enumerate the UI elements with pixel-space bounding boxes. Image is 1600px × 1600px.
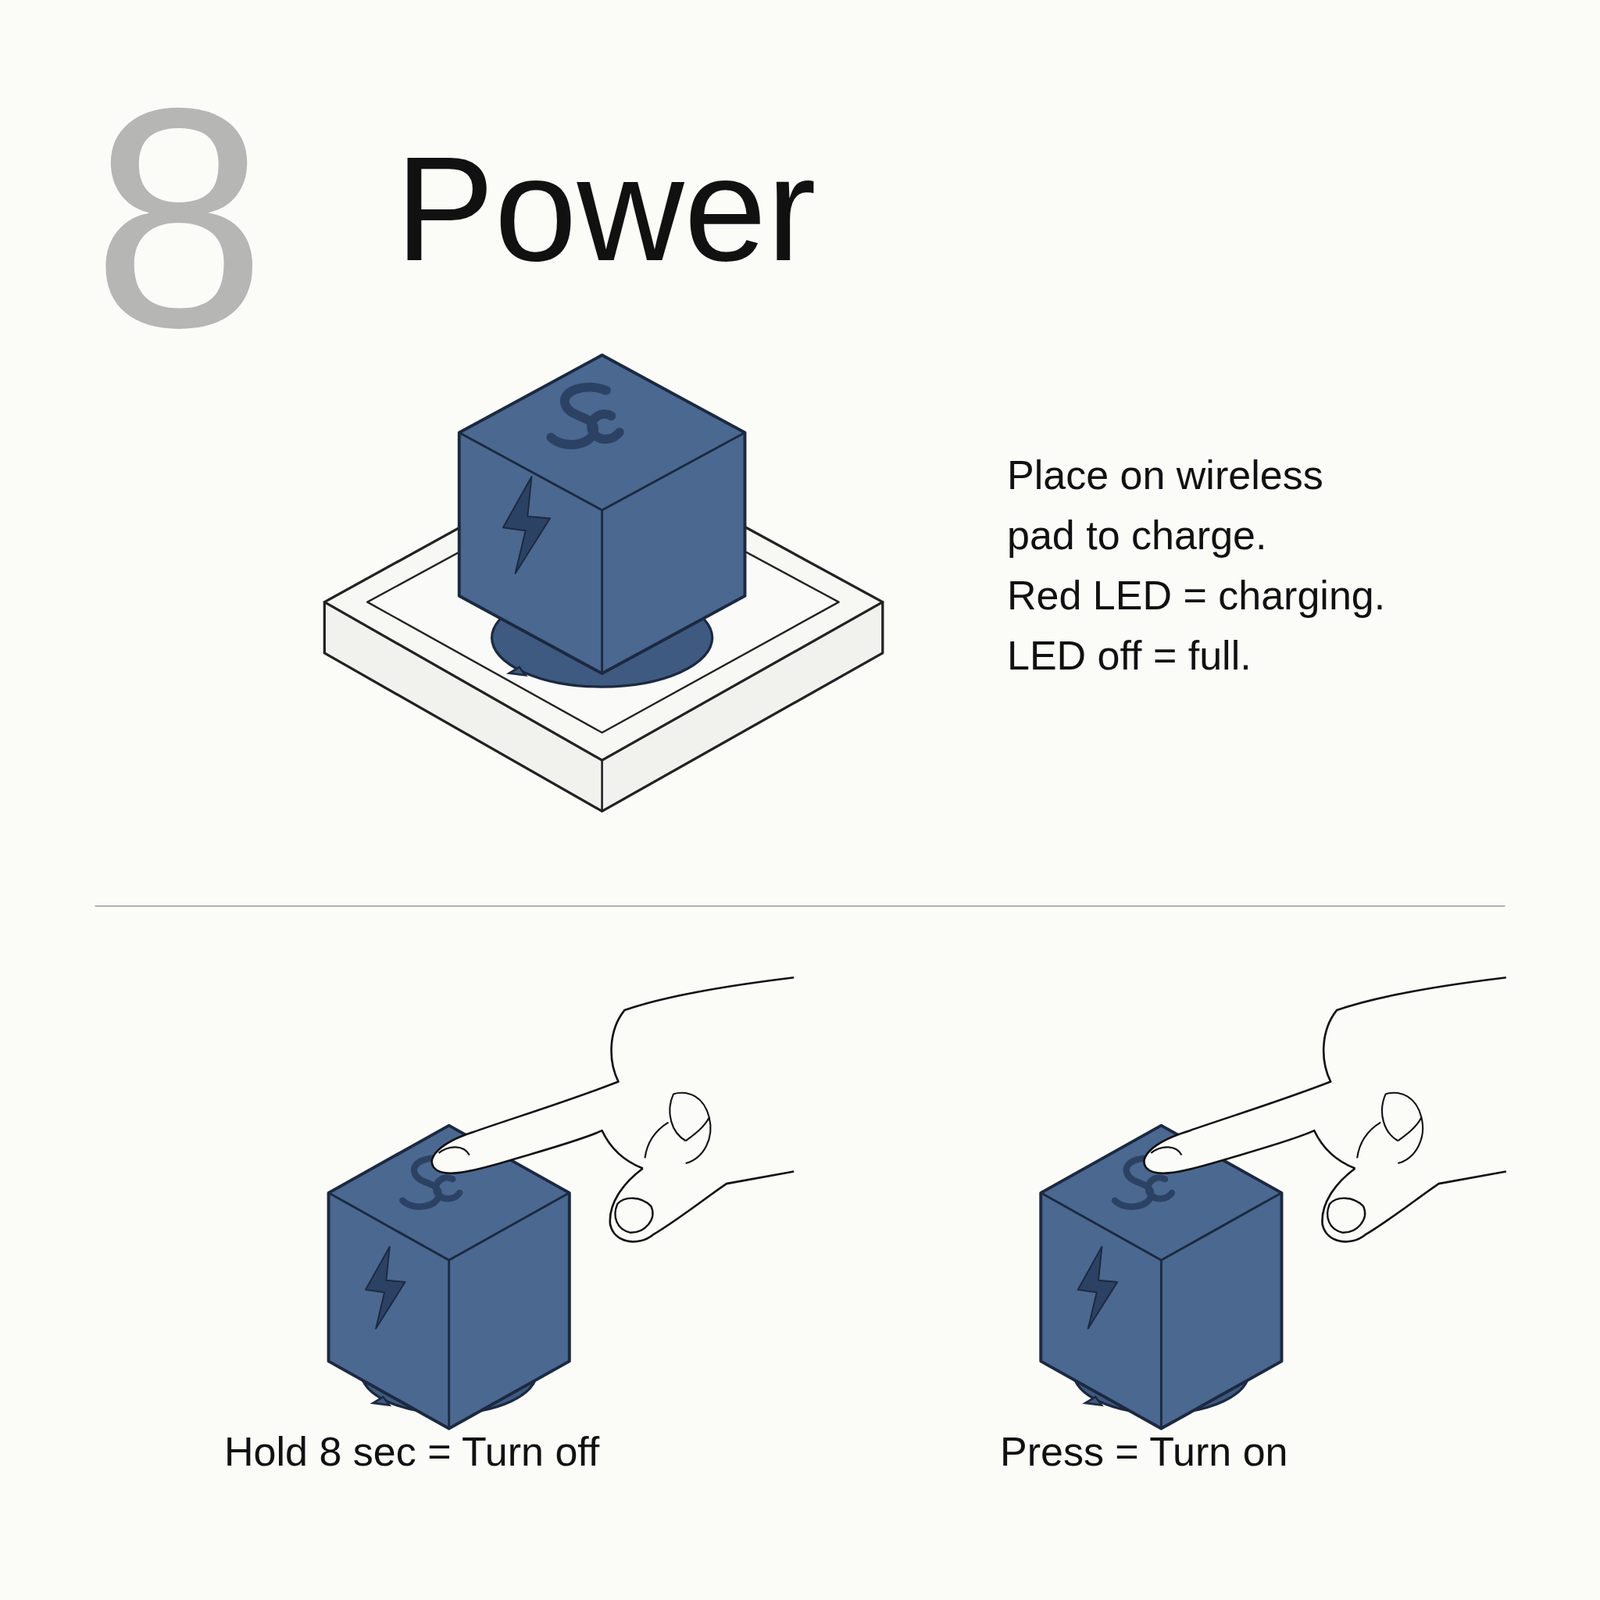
logo-mark	[550, 387, 620, 446]
caption-label: Hold 8 sec = Turn off	[224, 1421, 600, 1483]
bolt-icon	[365, 1246, 406, 1329]
index-finger	[1143, 977, 1506, 1174]
cube-edges	[459, 432, 746, 674]
disc-tab	[509, 667, 526, 675]
bolt-icon	[1078, 1246, 1118, 1329]
step-number: 8	[92, 61, 266, 375]
divider-line	[94, 905, 1505, 908]
cube-edges	[1040, 1192, 1282, 1429]
press-cube	[1040, 977, 1507, 1429]
finger-nail	[439, 1146, 470, 1155]
thumb-nail	[1327, 1198, 1365, 1233]
bolt-icon	[503, 476, 550, 574]
note-text: Place on wireless pad to charge.	[1007, 445, 1383, 566]
curled-fingers	[644, 1092, 711, 1164]
hand	[432, 977, 794, 1242]
press-cube	[328, 977, 795, 1429]
cube-body	[459, 355, 746, 675]
finger-nail	[1150, 1146, 1182, 1155]
curled-fingers	[1357, 1092, 1423, 1164]
step-title: Power	[395, 134, 817, 283]
index-finger	[432, 977, 794, 1174]
thumb	[610, 1168, 794, 1243]
disc-tab	[1085, 1396, 1102, 1405]
note-text: LED off = full.	[1007, 625, 1252, 686]
note-text: Red LED = charging.	[1007, 565, 1386, 626]
hand	[1143, 977, 1506, 1242]
caption-label: Press = Turn on	[1000, 1421, 1289, 1483]
pad-edge	[600, 760, 604, 811]
thumb-nail	[615, 1198, 654, 1233]
charging-cube	[459, 355, 746, 687]
disc-tab	[372, 1396, 390, 1405]
cube-edges	[328, 1192, 570, 1429]
thumb	[1321, 1168, 1506, 1243]
